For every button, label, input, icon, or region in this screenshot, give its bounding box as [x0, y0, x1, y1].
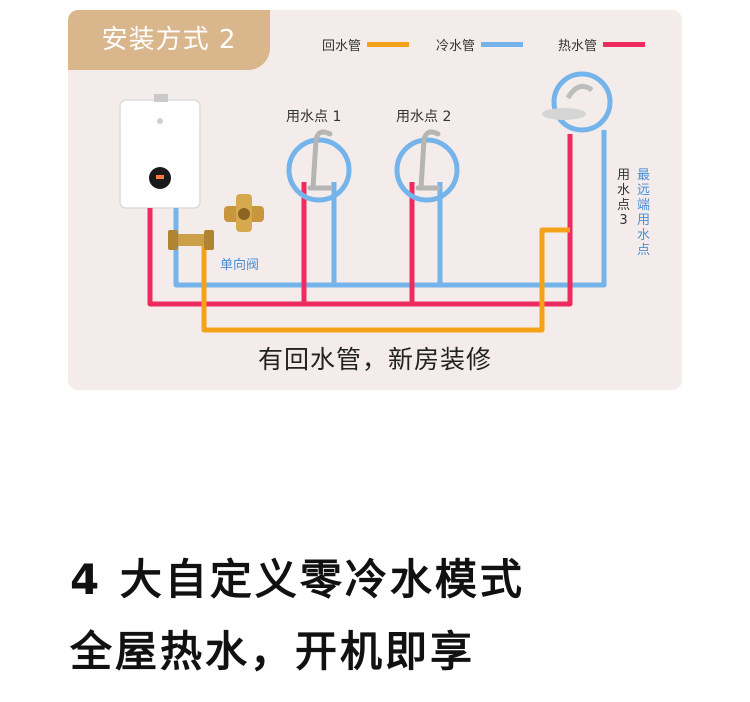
install-diagram-card: 安装方式 2 回水管 冷水管 热水管 [68, 10, 682, 390]
legend-swatch-orange [367, 42, 410, 47]
point3-label: 用水点3 [616, 168, 630, 228]
method-tag: 安装方式 2 [68, 10, 270, 70]
legend-return-pipe: 回水管 [322, 35, 410, 54]
faucet-2-icon [415, 129, 441, 191]
check-valve-label: 单向阀 [220, 258, 260, 273]
check-valve-icon [224, 194, 264, 232]
point2-label: 用水点 2 [396, 109, 452, 125]
headline-line-2: 全屋热水，开机即享 [70, 627, 476, 676]
brass-fitting-icon [168, 230, 214, 250]
pipe-diagram [119, 71, 613, 333]
faucet-1-icon [307, 129, 333, 191]
legend-swatch-blue [481, 42, 524, 47]
legend-swatch-red [603, 42, 646, 47]
headline-line-1: 4 大自定义零冷水模式 [70, 555, 525, 604]
hot-pipe-line [147, 134, 573, 307]
point3-highlight-ring [551, 71, 613, 133]
farthest-point-label: 最远端用水点 [636, 168, 650, 258]
point2-highlight-ring [394, 137, 460, 203]
legend-cold-pipe: 冷水管 [436, 35, 524, 54]
legend-label: 热水管 [558, 39, 598, 54]
legend-label: 冷水管 [436, 39, 476, 54]
diagram-caption: 有回水管，新房装修 [257, 345, 492, 374]
shower-head-icon [542, 83, 594, 120]
legend-label: 回水管 [322, 39, 362, 54]
point1-highlight-ring [286, 137, 352, 203]
water-heater-icon [119, 94, 201, 209]
return-pipe-line [201, 227, 570, 333]
point1-label: 用水点 1 [286, 109, 342, 125]
legend-hot-pipe: 热水管 [558, 35, 646, 54]
